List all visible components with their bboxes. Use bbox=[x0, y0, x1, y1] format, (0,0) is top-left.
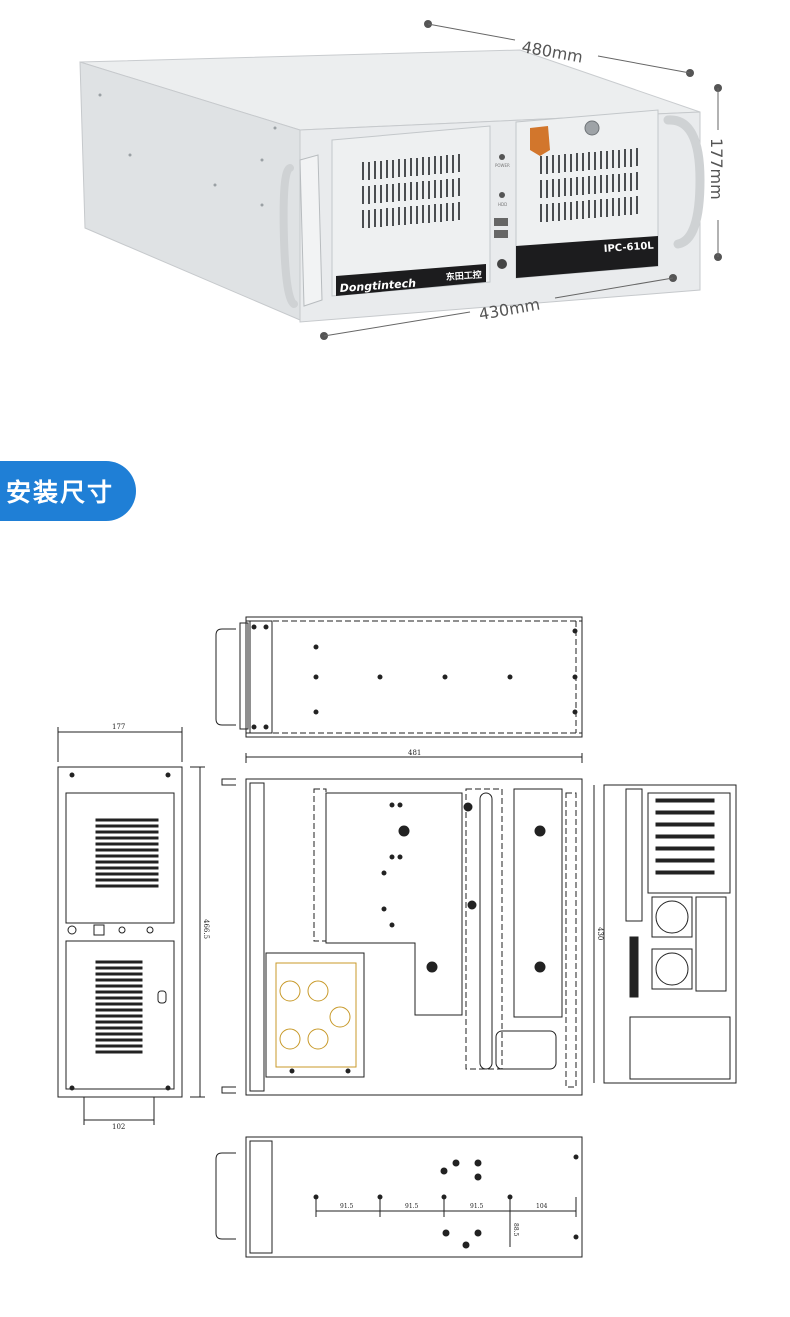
front-height-label: 466.5 bbox=[202, 919, 210, 939]
bottom-d2-label: 91.5 bbox=[405, 1203, 419, 1210]
bottom-d5-label: 88.5 bbox=[512, 1223, 519, 1237]
bottom-d1-label: 91.5 bbox=[340, 1203, 354, 1210]
front-bottom-label: 102 bbox=[112, 1123, 125, 1131]
top-depth-label: 481 bbox=[408, 749, 421, 757]
brand-cn-text: 东田工控 bbox=[445, 269, 482, 283]
power-label: POWER bbox=[495, 163, 510, 168]
side-height-label: 430 bbox=[596, 927, 604, 940]
lock-icon bbox=[584, 120, 600, 136]
section-title: 安装尺寸 bbox=[6, 478, 115, 507]
front-width-label: 177 bbox=[112, 723, 125, 731]
warranty-badge-icon bbox=[530, 126, 550, 156]
bottom-view bbox=[215, 1136, 583, 1258]
front-view bbox=[57, 727, 205, 1125]
top-view bbox=[215, 616, 583, 738]
side-view bbox=[593, 784, 737, 1084]
brand-text: Dongtintech bbox=[339, 277, 416, 295]
bottom-d4-label: 104 bbox=[536, 1203, 548, 1210]
dim-177-label: 177mm bbox=[707, 138, 726, 200]
bottom-d3-label: 91.5 bbox=[470, 1203, 484, 1210]
chassis-photo: Dongtintech 东田工控 IPC-610L POWER HDD 480m… bbox=[79, 20, 726, 340]
inner-view bbox=[221, 753, 583, 1096]
dimension-drawing: 177 466.5 102 481 430 91.5 91.5 91.5 104… bbox=[57, 616, 737, 1258]
model-text: IPC-610L bbox=[603, 240, 654, 255]
hdd-label: HDD bbox=[498, 202, 507, 207]
section-title-badge: 安装尺寸 bbox=[0, 461, 136, 521]
